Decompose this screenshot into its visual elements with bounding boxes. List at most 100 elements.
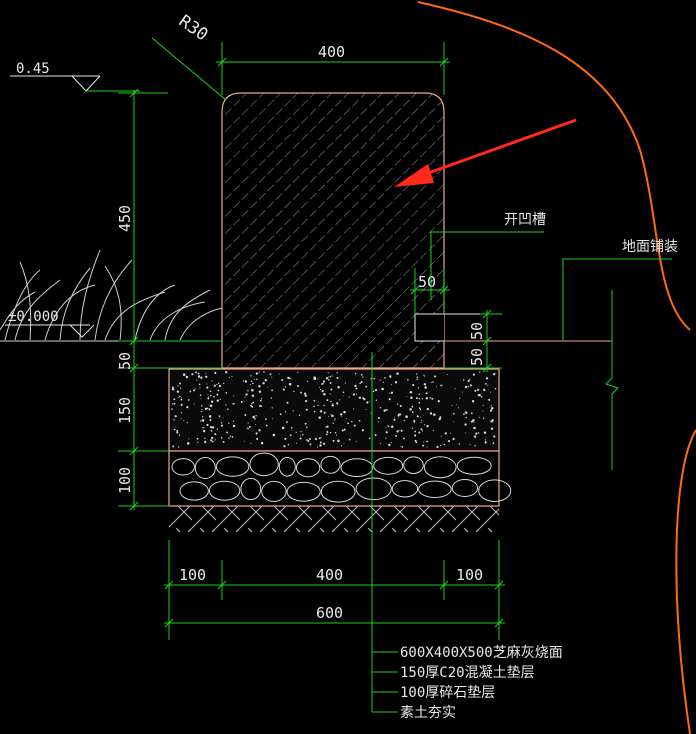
concrete-speck bbox=[299, 435, 301, 437]
concrete-speck bbox=[397, 414, 400, 417]
concrete-speck bbox=[394, 416, 395, 418]
concrete-speck bbox=[300, 391, 302, 394]
concrete-speck bbox=[344, 382, 346, 384]
concrete-speck bbox=[362, 376, 364, 378]
concrete-speck bbox=[297, 371, 299, 374]
concrete-speck bbox=[465, 416, 467, 419]
concrete-speck bbox=[450, 432, 452, 434]
gravel-stone bbox=[194, 457, 216, 479]
concrete-speck bbox=[386, 409, 388, 411]
concrete-speck bbox=[345, 418, 347, 419]
concrete-speck bbox=[198, 383, 201, 386]
concrete-speck bbox=[490, 427, 494, 430]
concrete-speck bbox=[368, 437, 371, 440]
concrete-speck bbox=[388, 398, 391, 401]
concrete-speck bbox=[253, 379, 255, 380]
gravel-stone bbox=[391, 480, 419, 498]
concrete-speck bbox=[330, 400, 332, 403]
concrete-speck bbox=[418, 407, 421, 409]
concrete-speck bbox=[414, 434, 417, 437]
concrete-speck bbox=[205, 372, 207, 374]
concrete-speck bbox=[440, 435, 442, 437]
dim-bottom-total-label: 600 bbox=[316, 604, 343, 622]
dim-concrete-label: 150 bbox=[116, 397, 134, 424]
concrete-speck bbox=[433, 375, 437, 378]
concrete-speck bbox=[424, 376, 426, 378]
concrete-speck bbox=[233, 395, 235, 397]
concrete-speck bbox=[340, 415, 342, 417]
concrete-speck bbox=[385, 431, 388, 434]
concrete-speck bbox=[272, 433, 276, 437]
concrete-speck bbox=[321, 382, 324, 385]
concrete-speck bbox=[201, 409, 203, 411]
concrete-speck bbox=[197, 372, 200, 375]
concrete-speck bbox=[201, 419, 205, 422]
concrete-speck bbox=[258, 385, 261, 388]
concrete-speck bbox=[419, 408, 422, 411]
concrete-speck bbox=[379, 407, 382, 409]
concrete-speck bbox=[284, 386, 287, 388]
concrete-speck bbox=[255, 372, 259, 375]
concrete-speck bbox=[340, 445, 343, 447]
concrete-speck bbox=[485, 439, 487, 441]
concrete-speck bbox=[332, 403, 334, 405]
concrete-speck bbox=[443, 443, 446, 446]
concrete-speck bbox=[340, 413, 343, 416]
elevation-ground-label: ±0.000 bbox=[8, 309, 59, 325]
concrete-speck bbox=[337, 439, 340, 443]
concrete-speck bbox=[394, 381, 398, 384]
concrete-speck bbox=[363, 398, 366, 401]
concrete-speck bbox=[295, 431, 297, 433]
concrete-speck bbox=[196, 437, 199, 440]
concrete-speck bbox=[288, 382, 292, 386]
concrete-speck bbox=[398, 429, 400, 431]
concrete-speck bbox=[326, 430, 328, 433]
concrete-speck bbox=[247, 389, 249, 392]
concrete-speck bbox=[420, 416, 422, 418]
concrete-speck bbox=[258, 390, 262, 393]
concrete-speck bbox=[380, 442, 381, 444]
concrete-speck bbox=[418, 431, 421, 434]
concrete-speck bbox=[319, 441, 322, 444]
concrete-speck bbox=[425, 392, 428, 395]
concrete-speck bbox=[290, 426, 293, 429]
concrete-speck bbox=[492, 373, 496, 376]
concrete-speck bbox=[488, 398, 491, 401]
concrete-speck bbox=[305, 408, 308, 411]
concrete-speck bbox=[436, 386, 437, 388]
concrete-speck bbox=[304, 394, 307, 397]
gravel-stone bbox=[403, 456, 424, 475]
concrete-speck bbox=[203, 426, 205, 429]
concrete-speck bbox=[191, 373, 194, 376]
concrete-speck bbox=[260, 441, 264, 445]
concrete-speck bbox=[395, 435, 398, 437]
concrete-speck bbox=[186, 442, 190, 445]
concrete-speck bbox=[255, 424, 257, 425]
concrete-speck bbox=[319, 410, 323, 413]
concrete-speck bbox=[200, 410, 202, 413]
concrete-speck bbox=[412, 384, 415, 387]
concrete-speck bbox=[420, 428, 423, 431]
concrete-speck bbox=[304, 422, 307, 425]
concrete-speck bbox=[214, 439, 216, 441]
concrete-speck bbox=[366, 401, 369, 404]
concrete-speckles bbox=[171, 371, 497, 449]
concrete-speck bbox=[209, 419, 212, 421]
concrete-speck bbox=[321, 390, 324, 393]
concrete-speck bbox=[317, 446, 319, 448]
concrete-speck bbox=[317, 400, 319, 402]
concrete-speck bbox=[180, 398, 183, 401]
concrete-speck bbox=[179, 387, 182, 389]
concrete-speck bbox=[171, 408, 173, 410]
concrete-speck bbox=[348, 396, 350, 398]
concrete-speck bbox=[231, 375, 233, 377]
concrete-speck bbox=[207, 397, 210, 400]
concrete-speck bbox=[250, 375, 252, 377]
concrete-speck bbox=[418, 393, 420, 395]
radius-leader bbox=[151, 37, 227, 101]
break-line bbox=[605, 290, 619, 470]
concrete-speck bbox=[489, 409, 493, 412]
concrete-speck bbox=[183, 420, 185, 422]
compacted-earth bbox=[169, 506, 499, 532]
concrete-speck bbox=[293, 390, 295, 393]
